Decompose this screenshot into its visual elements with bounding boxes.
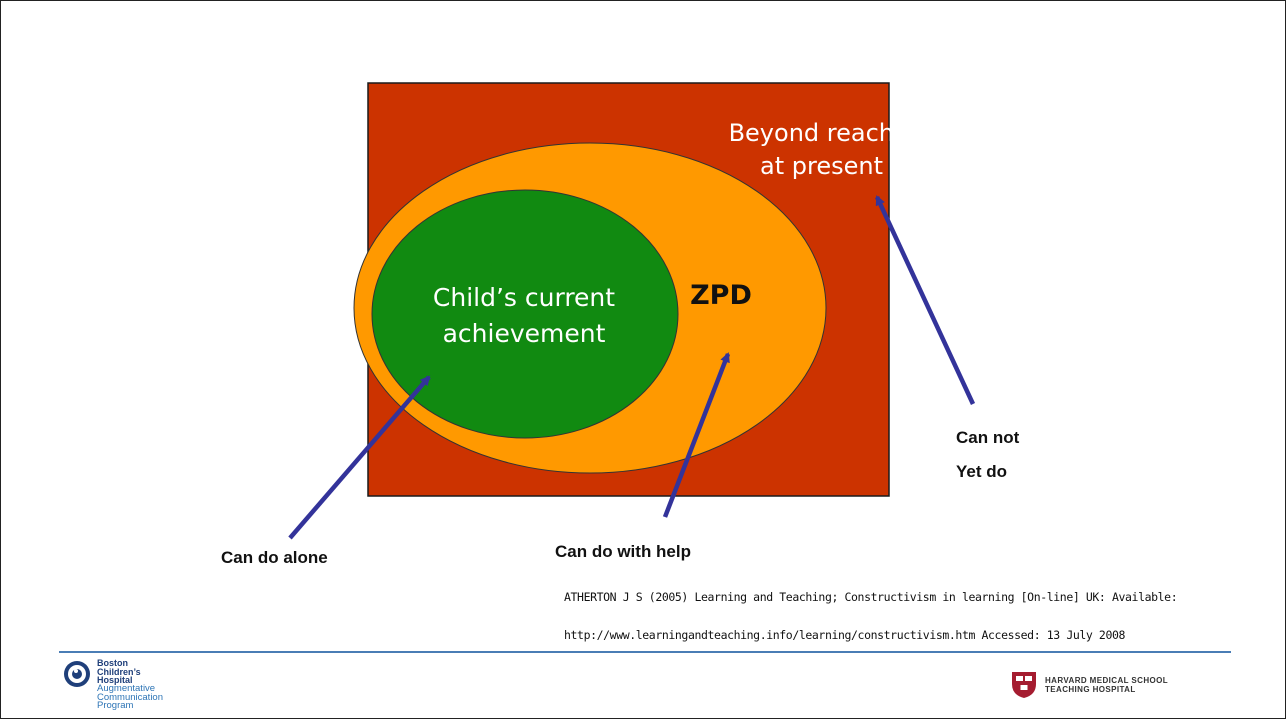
footer-divider — [59, 651, 1231, 653]
achievement-label-line2: achievement — [443, 319, 606, 348]
harvard-shield-icon — [1012, 672, 1036, 698]
beyond-reach-label-line2: at present — [760, 152, 883, 180]
boston-childrens-logo: Boston Children’s Hospital Augmentative … — [63, 658, 213, 718]
hms-text-line1: HARVARD MEDICAL SCHOOL — [1045, 676, 1169, 685]
bch-name: Boston Children’s Hospital — [97, 659, 141, 685]
bch-program-line2: Communication — [97, 691, 163, 703]
bch-program: Augmentative Communication Program — [97, 683, 163, 711]
zpd-label: ZPD — [690, 280, 752, 311]
arrow-can-do-with-help — [662, 352, 731, 518]
bch-emblem-icon — [64, 661, 90, 687]
citation-line1: ATHERTON J S (2005) Learning and Teachin… — [564, 590, 1178, 604]
current-achievement-region — [371, 189, 679, 439]
arrow-can-not-yet-do — [874, 195, 976, 405]
bch-program-line1: Augmentative — [97, 683, 156, 694]
caption-can-do-alone: Can do alone — [221, 548, 328, 567]
bch-name-line1: Boston — [97, 658, 128, 668]
bch-name-line2: Children’s — [97, 666, 141, 677]
bch-program-line3: Program — [97, 700, 134, 711]
citation-line2: http://www.learningandteaching.info/lear… — [564, 628, 1126, 642]
harvard-medical-school-logo: HARVARD MEDICAL SCHOOL TEACHING HOSPITAL — [1011, 671, 1231, 701]
achievement-label-line1: Child’s current — [433, 283, 615, 312]
caption-can-do-with-help: Can do with help — [555, 542, 691, 561]
hms-text: HARVARD MEDICAL SCHOOL TEACHING HOSPITAL — [1045, 676, 1168, 694]
arrow-can-do-alone — [288, 375, 431, 540]
beyond-reach-label-line1: Beyond reach — [729, 119, 894, 147]
caption-can-not-line2: Yet do — [956, 462, 1008, 481]
caption-can-not-line1: Can not — [956, 428, 1020, 447]
hms-text-line2: TEACHING HOSPITAL — [1045, 685, 1136, 694]
bch-name-line3: Hospital — [97, 675, 133, 685]
